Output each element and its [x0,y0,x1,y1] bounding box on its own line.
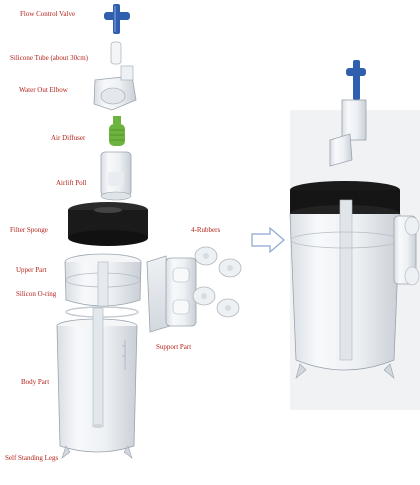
water-out-elbow [93,65,137,111]
airlift-poll [100,151,132,201]
silicone-tube [110,41,122,65]
assembly-arrow-icon [251,226,285,254]
label-air-diffuser: Air Diffuser [51,134,86,142]
label-silicone-tube: Silicone Tube (about 30cm) [10,54,88,62]
body-part [56,307,138,453]
label-flow-control-valve: Flow Control Valve [20,10,76,18]
label-water-out-elbow: Water Out Elbow [19,86,68,94]
self-standing-legs [61,445,133,459]
label-upper-part: Upper Part [16,266,47,274]
air-diffuser [109,116,125,146]
assembled-filter [289,60,420,379]
label-support-part: Support Part [156,343,192,351]
four-rubbers [192,246,242,318]
support-part [146,255,197,333]
filter-sponge [68,202,148,246]
label-airlift-poll: Airlift Poll [56,179,87,187]
label-silicon-o-ring: Silicon O-ring [16,290,57,298]
label-body-part: Body Part [21,378,50,386]
label-filter-sponge: Filter Sponge [10,226,48,234]
label-self-standing-legs: Self Standing Legs [5,454,59,462]
flow-control-valve [104,4,130,34]
label-four-rubbers: 4-Rubbers [191,226,221,234]
upper-part [64,253,142,307]
